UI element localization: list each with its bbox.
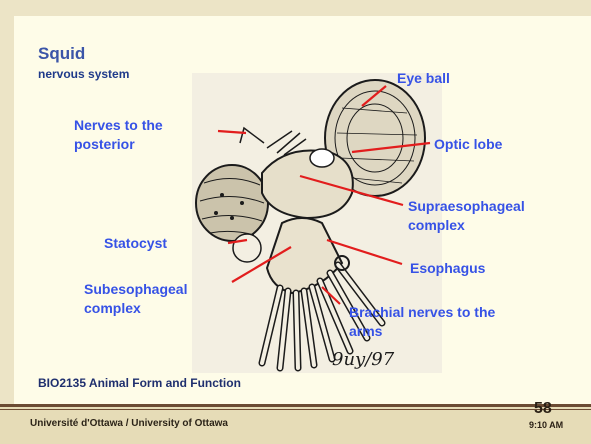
- arrow-supraesophageal: [300, 176, 403, 205]
- label-supraesophageal: Supraesophageal complex: [408, 197, 558, 235]
- arrow-eye-ball: [362, 86, 386, 106]
- label-brachial: Brachial nerves to the arms: [349, 303, 499, 341]
- arrow-nerves-posterior: [218, 131, 246, 133]
- slide-time: 9:10 AM: [529, 420, 563, 430]
- arrow-esophagus: [327, 240, 402, 264]
- label-esophagus: Esophagus: [410, 259, 485, 278]
- label-optic-lobe: Optic lobe: [434, 135, 502, 154]
- label-statocyst: Statocyst: [104, 234, 167, 253]
- page-number: 58: [534, 400, 552, 418]
- label-nerves-posterior: Nerves to the posterior: [74, 116, 212, 154]
- course-name: BIO2135 Animal Form and Function: [38, 376, 241, 390]
- label-eye-ball: Eye ball: [397, 69, 450, 88]
- arrow-optic-lobe: [352, 143, 430, 152]
- arrow-brachial: [322, 287, 340, 304]
- label-subesophageal: Subesophageal complex: [84, 280, 229, 318]
- arrow-subesophageal: [232, 247, 291, 282]
- arrow-statocyst: [228, 240, 247, 243]
- university-name: Université d'Ottawa / University of Otta…: [30, 418, 228, 429]
